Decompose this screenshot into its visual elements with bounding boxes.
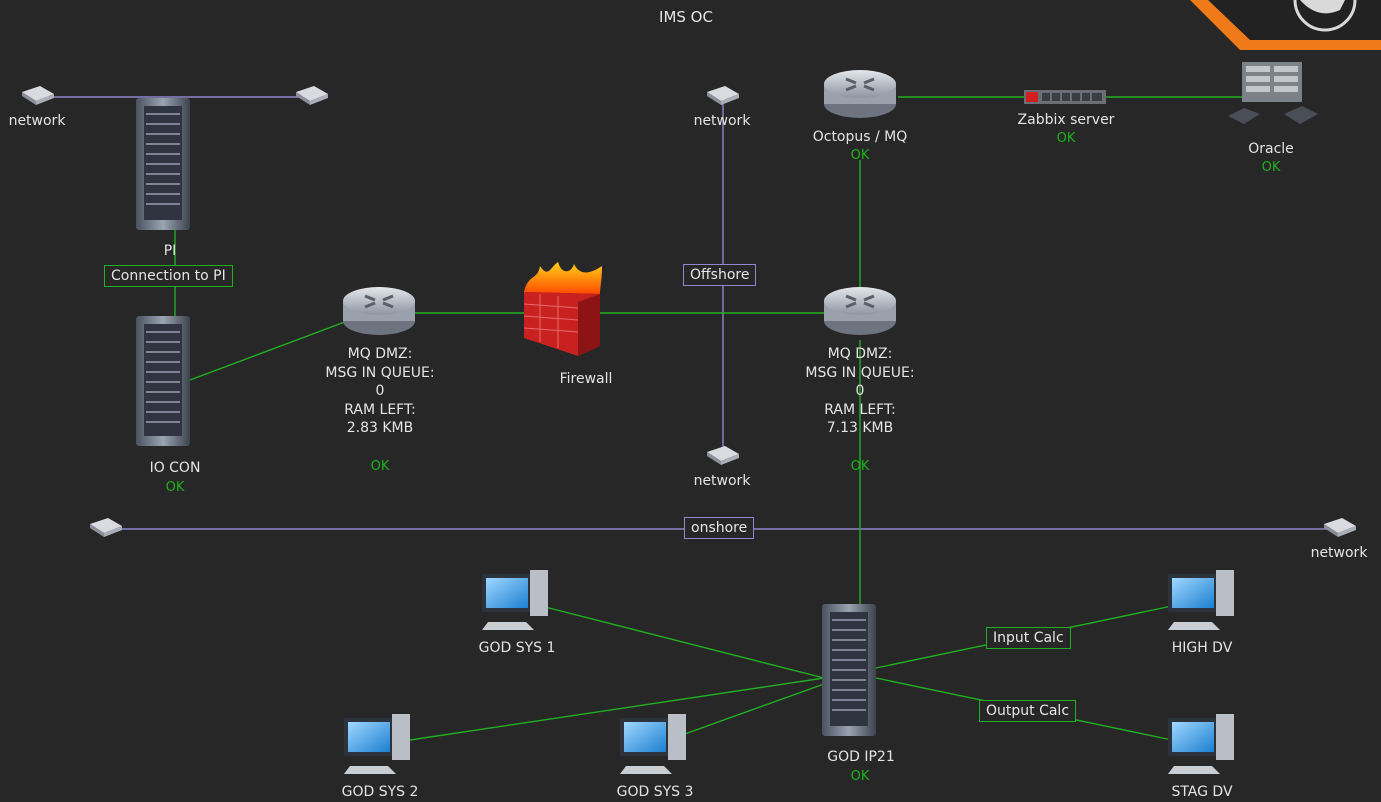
link-ip21-sys1[interactable] (544, 606, 825, 679)
cluster-icon[interactable] (1228, 62, 1318, 124)
network-switch-icon[interactable] (22, 86, 54, 105)
network-label: network (693, 113, 751, 129)
firewall-icon[interactable] (523, 262, 602, 356)
mq-info-line: RAM LEFT: (824, 401, 896, 418)
link-label-offshore[interactable]: Offshore (683, 264, 757, 286)
workstation-icon[interactable] (482, 570, 548, 630)
zabbix-label: Zabbix server (1017, 112, 1115, 128)
octopus-label: Octopus / MQ (812, 129, 908, 145)
network-label: network (693, 473, 751, 489)
mq-dmz-right-status: OK (850, 459, 870, 474)
router-icon[interactable] (824, 287, 896, 335)
map-title: IMS OC (659, 8, 713, 26)
mq-dmz-left-info: MQ DMZ: MSG IN QUEUE: 0 RAM LEFT: 2.83 K… (325, 345, 434, 438)
link-ip21-sys2[interactable] (409, 677, 825, 741)
stag-dv-label: STAG DV (1171, 784, 1233, 800)
link-label-input-calc[interactable]: Input Calc (986, 627, 1071, 649)
oracle-label: Oracle (1248, 141, 1294, 157)
god-ip21-status: OK (850, 769, 870, 784)
god-sys-3-label: GOD SYS 3 (616, 784, 694, 800)
rack-server-icon[interactable] (1024, 90, 1106, 104)
mq-dmz-right-info: MQ DMZ: MSG IN QUEUE: 0 RAM LEFT: 7.13 K… (805, 345, 914, 438)
oracle-status: OK (1261, 160, 1281, 175)
link-label-onshore[interactable]: onshore (684, 517, 755, 539)
workstation-icon[interactable] (1168, 570, 1234, 630)
ok-links (174, 96, 1245, 741)
network-switch-icon[interactable] (1324, 518, 1356, 537)
network-switch-icon[interactable] (296, 86, 328, 105)
router-icon[interactable] (824, 70, 896, 118)
network-switch-icon[interactable] (707, 86, 739, 105)
router-icon[interactable] (343, 287, 415, 335)
workstation-icon[interactable] (344, 714, 410, 774)
io-con-status: OK (165, 480, 185, 495)
octopus-status: OK (850, 148, 870, 163)
mq-info-line: MQ DMZ: (827, 346, 893, 362)
network-label: network (1310, 545, 1368, 561)
zabbix-status: OK (1056, 131, 1076, 146)
server-icon[interactable] (136, 316, 190, 446)
pi-label: PI (163, 243, 177, 259)
god-sys-2-label: GOD SYS 2 (341, 784, 419, 800)
link-label-output-calc[interactable]: Output Calc (979, 700, 1077, 722)
workstation-icon[interactable] (620, 714, 686, 774)
link-label-connection-to-pi[interactable]: Connection to PI (104, 265, 233, 287)
mq-dmz-left-status: OK (370, 459, 390, 474)
link-ip21-sys3[interactable] (681, 683, 825, 736)
mq-info-line: RAM LEFT: (344, 401, 416, 418)
mq-info-line: 7.13 KMB (826, 420, 894, 436)
mq-info-line: MSG IN QUEUE: (325, 364, 435, 381)
network-switch-icon[interactable] (90, 518, 122, 537)
mq-info-line: MSG IN QUEUE: (805, 364, 915, 381)
server-icon[interactable] (136, 98, 190, 230)
link-io-con-mq-left[interactable] (189, 319, 351, 381)
mq-info-line: 2.83 KMB (346, 420, 414, 436)
logo-icon (1190, 0, 1381, 50)
workstation-icon[interactable] (1168, 714, 1234, 774)
god-sys-1-label: GOD SYS 1 (478, 640, 556, 656)
network-label: network (8, 113, 66, 129)
io-con-label: IO CON (149, 460, 201, 476)
firewall-label: Firewall (559, 371, 613, 387)
network-switch-icon[interactable] (707, 446, 739, 465)
mq-info-line: MQ DMZ: (347, 346, 413, 362)
mq-info-line: 0 (855, 383, 865, 399)
god-ip21-label: GOD IP21 (827, 749, 895, 765)
mq-info-line: 0 (375, 383, 385, 399)
high-dv-label: HIGH DV (1171, 640, 1233, 656)
server-icon[interactable] (822, 604, 876, 736)
